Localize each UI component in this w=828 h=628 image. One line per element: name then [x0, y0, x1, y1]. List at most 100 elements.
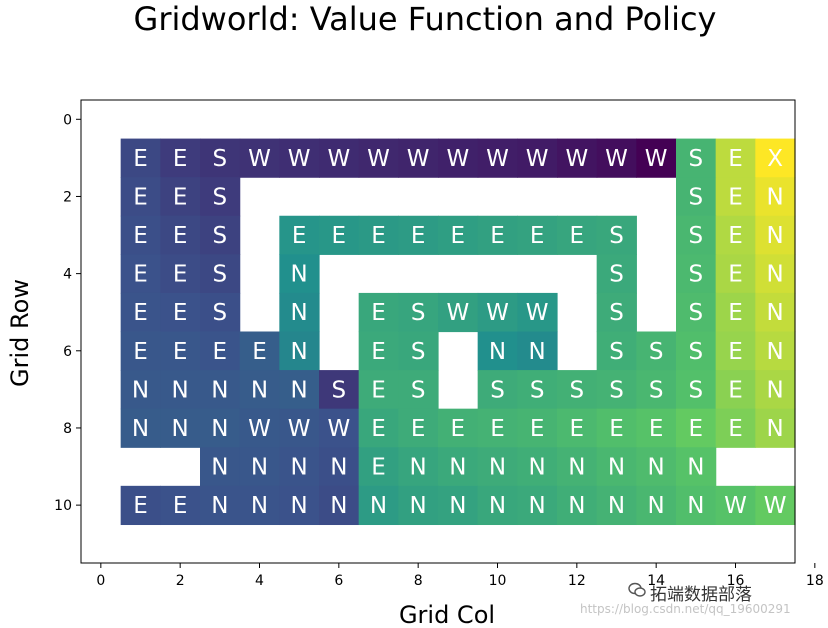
grid-cell [755, 138, 796, 178]
policy-label: N [568, 493, 585, 519]
policy-label: E [689, 416, 704, 442]
grid-cell [200, 408, 241, 448]
policy-label: N [568, 455, 585, 481]
grid-cell [477, 138, 518, 178]
grid-cell [676, 370, 717, 410]
policy-label: E [133, 339, 148, 365]
policy-label: E [728, 377, 743, 403]
policy-label: E [173, 146, 188, 172]
policy-label: N [251, 455, 268, 481]
grid-cell [319, 447, 360, 487]
grid-cell [438, 485, 479, 526]
grid-cell [755, 485, 796, 526]
policy-label: W [288, 416, 311, 442]
policy-label: S [689, 223, 704, 249]
grid-cell [517, 215, 558, 255]
policy-label: N [330, 455, 347, 481]
grid-cell [398, 370, 439, 410]
policy-label: N [410, 493, 427, 519]
policy-label: E [728, 300, 743, 326]
policy-label: N [132, 377, 149, 403]
chart-title: Gridworld: Value Function and Policy [134, 0, 717, 38]
grid-cell [200, 370, 241, 410]
policy-label: W [367, 146, 390, 172]
grid-cell [715, 177, 756, 217]
grid-cell [398, 447, 439, 487]
grid-cell [239, 485, 280, 526]
policy-label: E [371, 300, 386, 326]
grid-cell [279, 215, 320, 255]
x-tick-label: 12 [568, 573, 586, 589]
y-axis-label: Grid Row [6, 279, 34, 387]
grid-cell [557, 370, 598, 410]
policy-label: N [767, 377, 784, 403]
grid-cell [557, 447, 598, 487]
policy-label: S [411, 339, 426, 365]
grid-cell [676, 292, 717, 333]
grid-cell [755, 331, 796, 371]
policy-label: S [689, 184, 704, 210]
grid-cell [398, 138, 439, 178]
grid-cell [319, 485, 360, 526]
grid-cell [596, 408, 637, 448]
policy-label: E [490, 416, 505, 442]
policy-label: E [133, 300, 148, 326]
grid-cell [279, 485, 320, 526]
heatmap-cells [120, 138, 796, 526]
grid-cell [715, 370, 756, 410]
policy-label: W [446, 146, 469, 172]
policy-label: E [133, 146, 148, 172]
grid-cell [398, 485, 439, 526]
policy-label: N [489, 339, 506, 365]
policy-label: E [292, 223, 307, 249]
policy-label: N [211, 377, 228, 403]
grid-cell [517, 485, 558, 526]
grid-cell [398, 215, 439, 255]
grid-cell [200, 292, 241, 333]
policy-label: S [213, 223, 228, 249]
policy-label: S [411, 377, 426, 403]
policy-label: N [291, 262, 308, 288]
grid-cell [120, 177, 161, 217]
grid-cell [517, 138, 558, 178]
grid-cell [438, 447, 479, 487]
policy-label: S [609, 223, 624, 249]
policy-label: N [608, 455, 625, 481]
grid-cell [160, 408, 201, 448]
policy-label: W [446, 300, 469, 326]
grid-cell [676, 254, 717, 294]
policy-label: N [211, 416, 228, 442]
grid-cell [239, 138, 280, 178]
grid-cell [358, 292, 399, 333]
grid-cell [319, 408, 360, 448]
grid-cell [120, 292, 161, 333]
grid-cell [279, 447, 320, 487]
policy-label: E [530, 223, 545, 249]
grid-cell [358, 447, 399, 487]
policy-label: N [648, 493, 665, 519]
policy-label: N [687, 493, 704, 519]
policy-label: S [213, 146, 228, 172]
grid-cell [398, 408, 439, 448]
policy-label: E [133, 493, 148, 519]
x-tick-label: 4 [255, 573, 264, 589]
grid-cell [398, 331, 439, 371]
grid-cell [596, 254, 637, 294]
grid-cell [200, 177, 241, 217]
wechat-icon [628, 582, 646, 597]
policy-label: N [648, 455, 665, 481]
grid-cell [477, 447, 518, 487]
policy-label: E [173, 493, 188, 519]
policy-label: W [724, 493, 747, 519]
policy-label: N [172, 416, 189, 442]
grid-cell [279, 370, 320, 410]
policy-label: W [645, 146, 668, 172]
policy-label: N [767, 223, 784, 249]
policy-label: W [407, 146, 430, 172]
grid-cell [517, 331, 558, 371]
grid-cell [120, 331, 161, 371]
policy-label: X [767, 146, 783, 172]
policy-label: E [649, 416, 664, 442]
